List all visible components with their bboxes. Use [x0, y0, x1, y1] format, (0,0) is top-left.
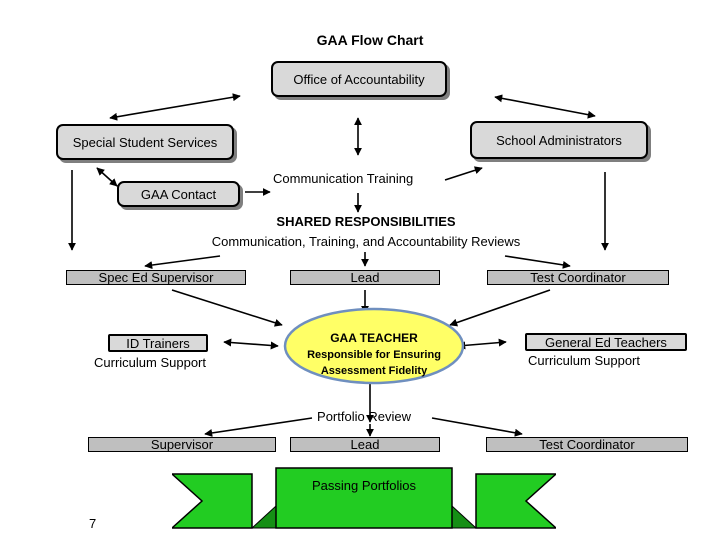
general-ed-teachers-box: General Ed Teachers: [525, 333, 687, 351]
arrow-office-admins: [494, 94, 596, 119]
arrow-shared-left: [144, 255, 221, 270]
test-coordinator-bar-top: Test Coordinator: [487, 270, 669, 285]
curriculum-support-left-label: Curriculum Support: [94, 355, 206, 370]
test-coordinator-bar-bottom: Test Coordinator: [486, 437, 688, 452]
shared-responsibilities-subtitle: Communication, Training, and Accountabil…: [211, 234, 521, 249]
special-student-services-box: Special Student Services: [56, 124, 234, 160]
arrow-special-contact: [96, 167, 118, 187]
passing-portfolios-label: Passing Portfolios: [311, 478, 417, 493]
curriculum-support-right-label: Curriculum Support: [528, 353, 640, 368]
arrow-teacher-gened: [457, 338, 507, 350]
gaa-teacher-oval: [283, 307, 465, 385]
arrow-review-left: [204, 417, 313, 437]
page-number: 7: [89, 516, 97, 531]
gaa-teacher-label: GAA TEACHER: [330, 331, 418, 345]
arrow-shared-right: [504, 255, 571, 269]
spec-ed-supervisor-bar: Spec Ed Supervisor: [66, 270, 246, 285]
lead-bar-top: Lead: [290, 270, 440, 285]
gaa-contact-box: GAA Contact: [117, 181, 240, 207]
id-trainers-box: ID Trainers: [108, 334, 208, 352]
supervisor-bar: Supervisor: [88, 437, 276, 452]
gaa-teacher-subtitle-1: Responsible for Ensuring: [307, 349, 441, 361]
portfolio-review-label: Portfolio Review: [317, 409, 411, 424]
arrow-specsup-teacher: [171, 289, 283, 327]
passing-portfolios-banner: [172, 467, 556, 529]
arrow-review-right: [431, 417, 523, 437]
shared-responsibilities-heading: SHARED RESPONSIBILITIES: [276, 214, 456, 229]
communication-training-label: Communication Training: [273, 171, 414, 186]
lead-bar-bottom: Lead: [290, 437, 440, 452]
office-of-accountability-box: Office of Accountability: [271, 61, 447, 97]
arrow-testco-teacher: [449, 289, 551, 327]
gaa-teacher-subtitle-2: Assessment Fidelity: [320, 365, 428, 377]
arrow-teacher-idtrainers: [223, 338, 279, 350]
school-administrators-box: School Administrators: [470, 121, 648, 159]
page-title: GAA Flow Chart: [316, 32, 424, 48]
arrow-office-special: [109, 93, 241, 121]
arrow-comm-admins: [444, 166, 483, 181]
